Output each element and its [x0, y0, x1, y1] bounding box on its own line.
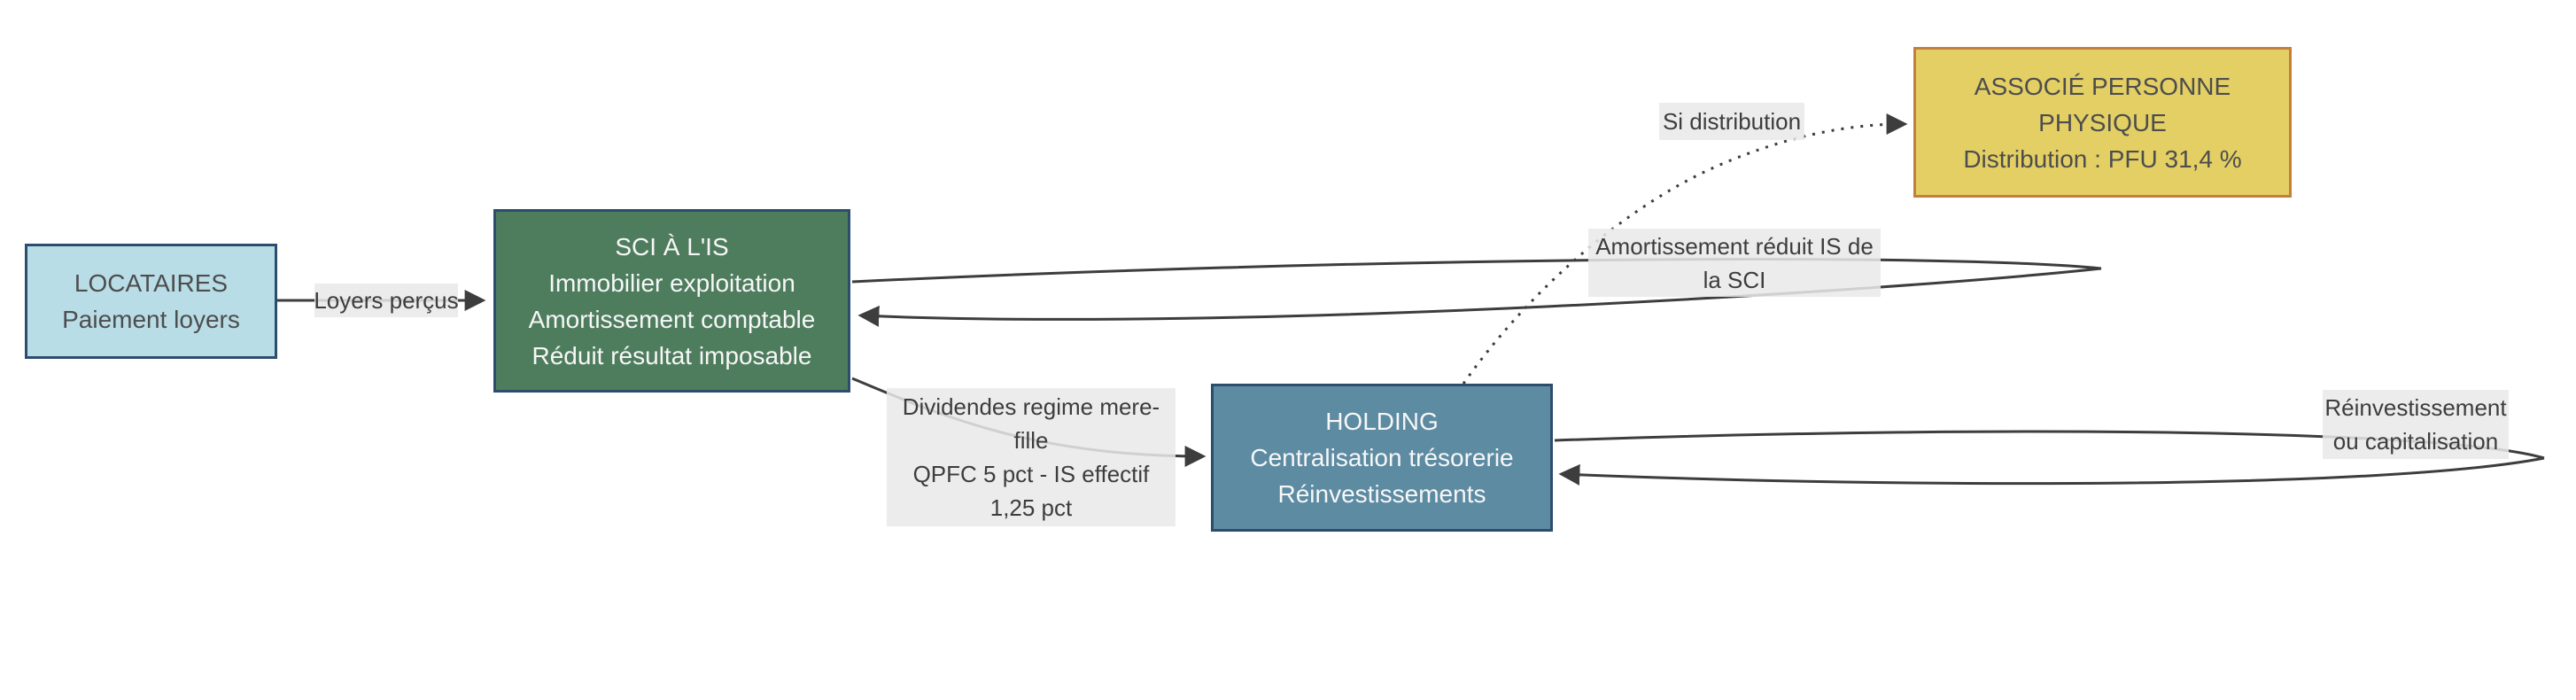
- node-associe-title: ASSOCIÉ PERSONNE PHYSIQUE: [1974, 72, 2231, 136]
- edge-label-loyers-line1: Loyers perçus: [314, 287, 459, 314]
- edge-holding-to-associe-dotted: [1462, 113, 1908, 385]
- edge-label-amortissement: Amortissement réduit IS de la SCI: [1588, 229, 1881, 297]
- edge-label-dividendes-line2: fille: [1013, 427, 1049, 454]
- node-sci-a-l-is: SCI À L'IS Immobilier exploitation Amort…: [493, 209, 850, 393]
- edge-label-loyers-percus: Loyers perçus: [314, 284, 459, 317]
- edge-label-si-distribution-line1: Si distribution: [1662, 108, 1802, 135]
- node-associe-personne-physique: ASSOCIÉ PERSONNE PHYSIQUE Distribution :…: [1913, 47, 2292, 198]
- edge-label-reinvestissement-line2: ou capitalisation: [2332, 428, 2499, 455]
- edge-sci-loop-return: [857, 267, 2102, 327]
- edge-holding-loop-return: [1558, 456, 2545, 486]
- edge-label-dividendes-line1: Dividendes regime mere-: [902, 393, 1160, 420]
- edge-label-dividendes: Dividendes regime mere- fille QPFC 5 pct…: [887, 388, 1175, 526]
- node-holding: HOLDING Centralisation trésorerie Réinve…: [1211, 384, 1553, 532]
- node-sci-line1: Immobilier exploitation: [548, 268, 795, 297]
- edge-label-reinvestissement: Réinvestissement ou capitalisation: [2323, 390, 2509, 459]
- node-holding-line1: Centralisation trésorerie: [1250, 444, 1514, 471]
- edge-label-amortissement-line2: la SCI: [1703, 266, 1766, 293]
- edge-sci-loop-out: [851, 258, 2102, 284]
- node-locataires-title: LOCATAIRES: [74, 269, 229, 297]
- edge-label-si-distribution: Si distribution: [1659, 103, 1804, 140]
- node-associe-line1: Distribution : PFU 31,4 %: [1963, 144, 2242, 173]
- edge-label-reinvestissement-line1: Réinvestissement: [2324, 394, 2507, 421]
- node-sci-line2: Amortissement comptable: [528, 305, 816, 333]
- edge-label-dividendes-line4: 1,25 pct: [989, 494, 1073, 521]
- node-sci-title: SCI À L'IS: [615, 232, 729, 261]
- edge-label-dividendes-line3: QPFC 5 pct - IS effectif: [912, 461, 1150, 487]
- node-holding-line2: Réinvestissements: [1277, 480, 1486, 508]
- node-holding-title: HOLDING: [1325, 408, 1439, 435]
- node-locataires-line1: Paiement loyers: [62, 306, 240, 333]
- node-sci-line3: Réduit résultat imposable: [531, 341, 812, 369]
- node-locataires: LOCATAIRES Paiement loyers: [25, 244, 277, 359]
- edge-label-amortissement-line1: Amortissement réduit IS de: [1595, 232, 1874, 260]
